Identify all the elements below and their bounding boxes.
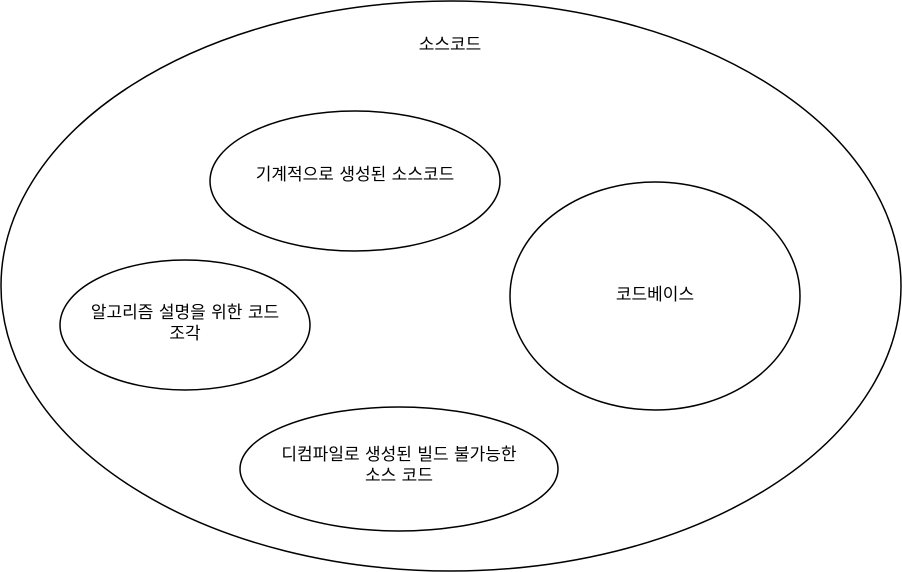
- ellipse-codebase: [509, 181, 801, 411]
- ellipse-decompiled: [239, 406, 559, 532]
- label-codebase: 코드베이스: [615, 284, 695, 305]
- outer-label-source-code: 소스코드: [418, 34, 482, 55]
- label-decompiled: 디컴파일로 생성된 빌드 불가능한 소스 코드: [281, 445, 517, 486]
- ellipse-machine-generated: [209, 110, 501, 252]
- label-algorithm-snippet: 알고리즘 설명을 위한 코드 조각: [90, 303, 280, 344]
- label-machine-generated: 기계적으로 생성된 소스코드: [255, 164, 455, 185]
- ellipse-algorithm-snippet: [59, 259, 311, 391]
